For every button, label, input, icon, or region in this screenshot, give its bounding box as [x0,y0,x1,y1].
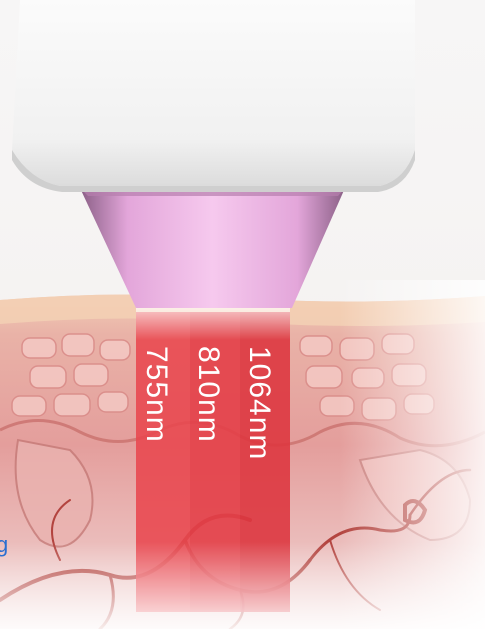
handpiece-head [12,0,415,192]
cropped-edge-text: g [0,532,8,557]
